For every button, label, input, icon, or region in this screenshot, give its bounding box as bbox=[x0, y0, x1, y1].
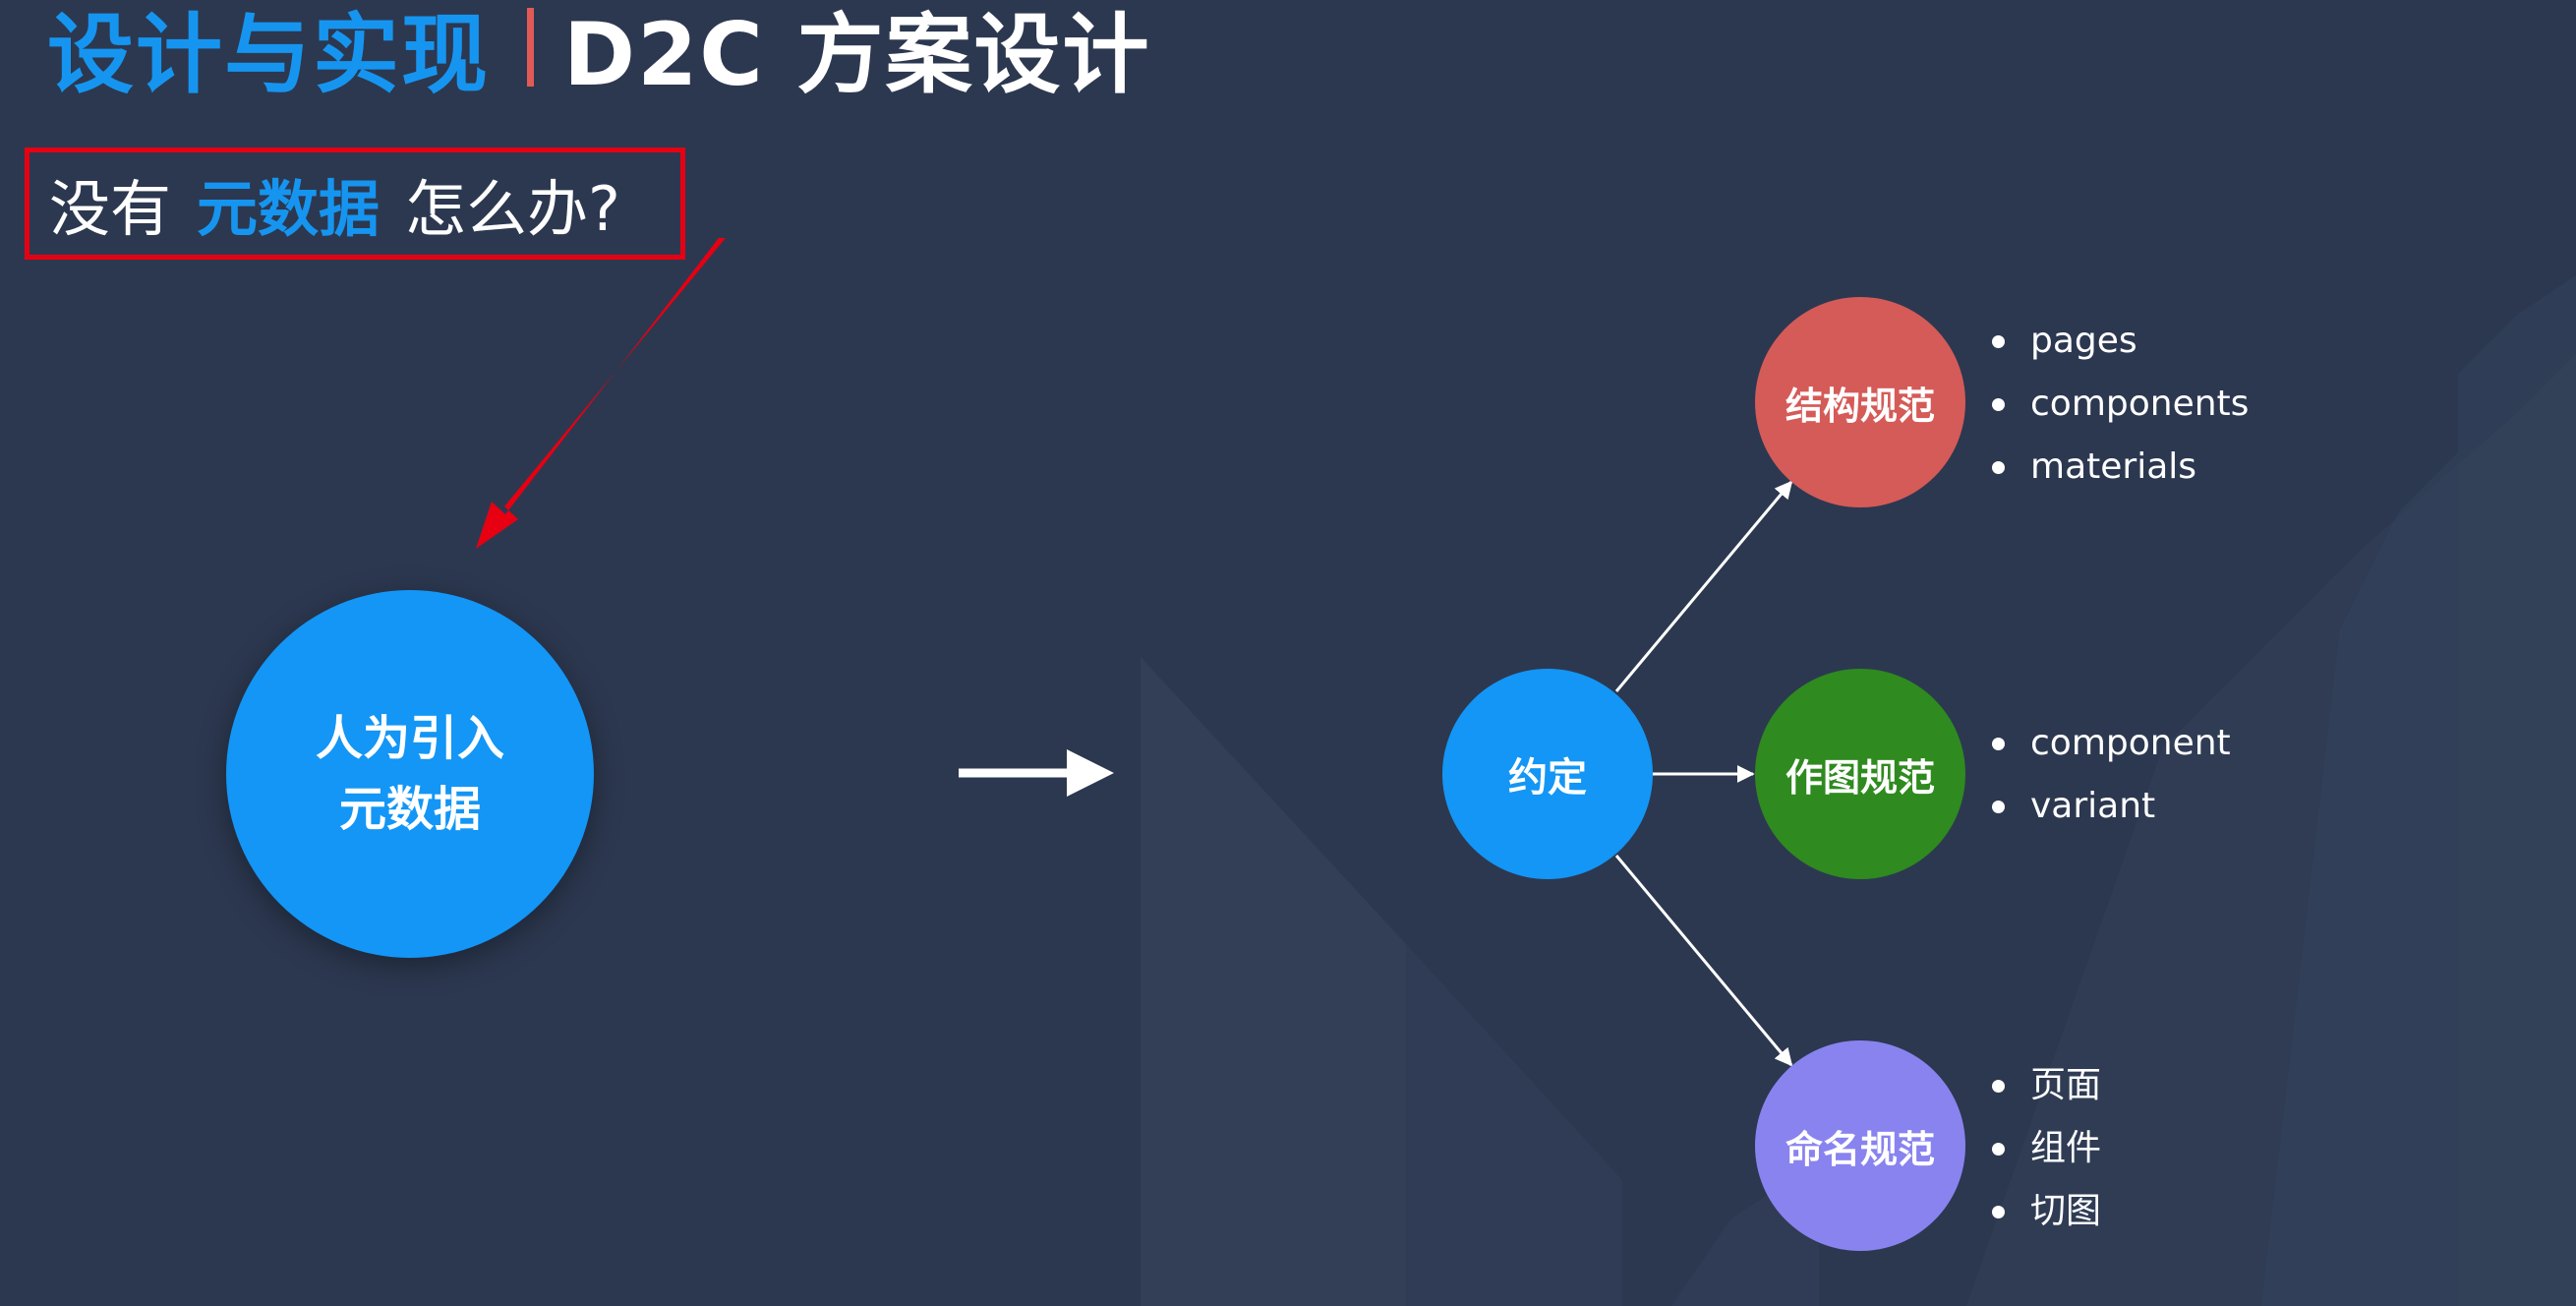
list-item: components bbox=[1992, 373, 2249, 436]
list-item: 组件 bbox=[1992, 1117, 2101, 1180]
structure-spec-label: 结构规范 bbox=[1785, 384, 1935, 428]
naming-spec-label: 命名规范 bbox=[1785, 1127, 1935, 1171]
question-suffix: 怎么办? bbox=[405, 173, 620, 245]
title-topic: D2C 方案设计 bbox=[563, 3, 1151, 105]
list-item: variant bbox=[1992, 775, 2231, 838]
question-prefix: 没有 bbox=[49, 173, 172, 245]
bullet-dot-icon bbox=[1992, 1142, 2005, 1156]
list-item: 页面 bbox=[1992, 1054, 2101, 1117]
main-circle-line1: 人为引入 bbox=[315, 711, 504, 766]
drawing-spec-list: component variant bbox=[1992, 712, 2231, 838]
naming-spec-node: 命名规范 bbox=[1755, 1040, 1965, 1251]
slide-title: 设计与实现 D2C 方案设计 bbox=[47, 0, 1151, 105]
title-section: 设计与实现 bbox=[47, 3, 491, 105]
naming-spec-list: 页面 组件 切图 bbox=[1992, 1054, 2101, 1243]
bullet-dot-icon bbox=[1992, 800, 2005, 813]
title-divider bbox=[527, 8, 535, 87]
bullet-dot-icon bbox=[1992, 737, 2005, 750]
bullet-dot-icon bbox=[1992, 1205, 2005, 1218]
main-circle-line2: 元数据 bbox=[338, 782, 481, 837]
question-highlight: 元数据 bbox=[197, 173, 381, 245]
convention-node: 约定 bbox=[1442, 669, 1653, 879]
list-item: pages bbox=[1992, 310, 2249, 373]
manual-metadata-circle: 人为引入 元数据 bbox=[226, 590, 594, 958]
bullet-dot-icon bbox=[1992, 1079, 2005, 1093]
structure-spec-node: 结构规范 bbox=[1755, 297, 1965, 507]
bullet-dot-icon bbox=[1992, 334, 2005, 348]
list-item: component bbox=[1992, 712, 2231, 775]
convention-label: 约定 bbox=[1508, 755, 1587, 801]
drawing-spec-label: 作图规范 bbox=[1785, 755, 1935, 800]
bullet-dot-icon bbox=[1992, 397, 2005, 411]
list-item: materials bbox=[1992, 436, 2249, 499]
bullet-dot-icon bbox=[1992, 460, 2005, 474]
question-box: 没有 元数据 怎么办? bbox=[25, 148, 685, 260]
structure-spec-list: pages components materials bbox=[1992, 310, 2249, 499]
drawing-spec-node: 作图规范 bbox=[1755, 669, 1965, 879]
list-item: 切图 bbox=[1992, 1180, 2101, 1243]
